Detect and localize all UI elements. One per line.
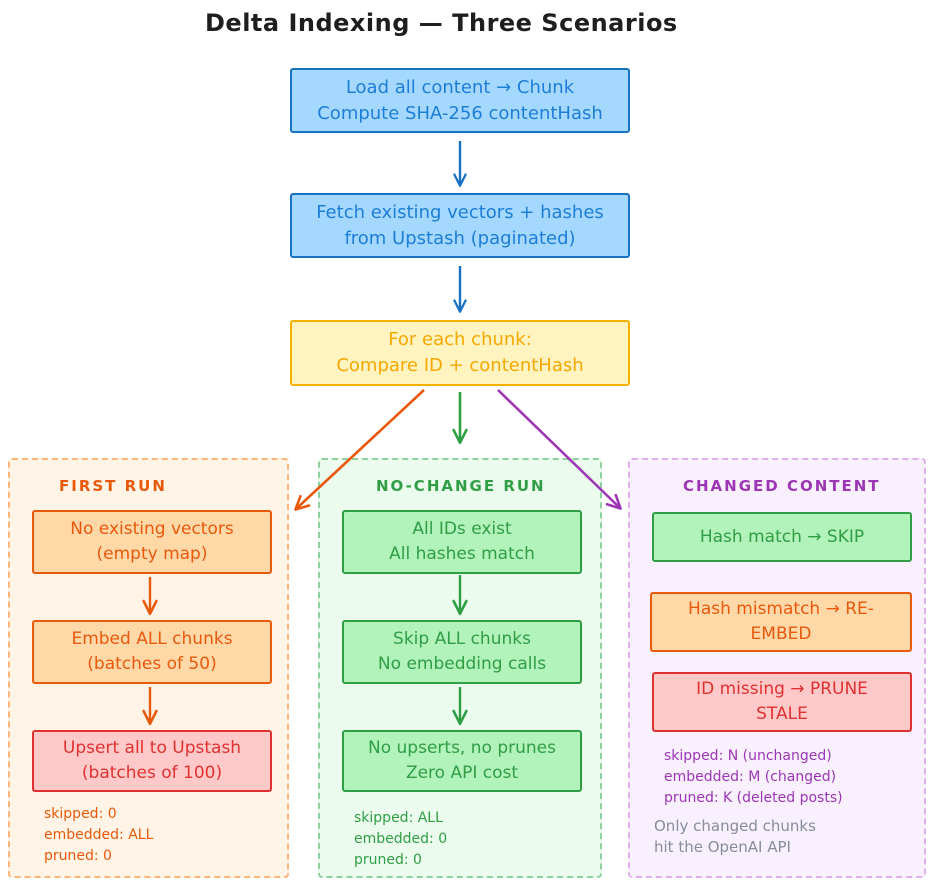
box-upsert-all-line1: Upsert all to Upstash [62, 738, 242, 758]
stats-no-change-run: skipped: ALL embedded: 0 pruned: 0 [354, 808, 447, 871]
stats-first-run-pruned: pruned: 0 [44, 848, 112, 864]
box-skip-all-chunks-line1: Skip ALL chunks [393, 629, 531, 649]
box-upsert-all: Upsert all to Upstash (batches of 100) [32, 730, 272, 792]
panel-first-run: FIRST RUN No existing vectors (empty map… [8, 458, 289, 878]
box-no-existing-vectors-line2: (empty map) [96, 544, 208, 564]
box-skip-all-chunks-line2: No embedding calls [377, 654, 547, 674]
box-no-existing-vectors: No existing vectors (empty map) [32, 510, 272, 574]
flow-box-fetch-line2: from Upstash (paginated) [344, 227, 576, 249]
box-all-ids-exist-line2: All hashes match [389, 544, 535, 564]
box-hash-match-skip: Hash match → SKIP [652, 512, 912, 562]
note-openai-api-line2: hit the OpenAI API [654, 838, 791, 856]
box-upsert-all-line2: (batches of 100) [81, 763, 223, 783]
diagram-title: Delta Indexing — Three Scenarios [205, 9, 678, 37]
panel-changed-content: CHANGED CONTENT Hash match → SKIP Hash m… [628, 458, 926, 878]
stats-first-run-skipped: skipped: 0 [44, 806, 117, 822]
box-no-upserts-line2: Zero API cost [405, 763, 519, 783]
box-no-existing-vectors-line1: No existing vectors [70, 519, 234, 539]
box-all-ids-exist: All IDs exist All hashes match [342, 510, 582, 574]
flow-box-fetch-vectors: Fetch existing vectors + hashes from Ups… [290, 193, 630, 258]
box-hash-mismatch-reembed: Hash mismatch → RE-EMBED [650, 592, 912, 652]
box-no-upserts-line1: No upserts, no prunes [368, 738, 556, 758]
note-openai-api: Only changed chunks hit the OpenAI API [654, 816, 816, 858]
stats-changed-skipped: skipped: N (unchanged) [664, 748, 832, 764]
stats-no-change-embedded: embedded: 0 [354, 831, 448, 847]
panel-no-change-run: NO-CHANGE RUN All IDs exist All hashes m… [318, 458, 602, 878]
panel-no-change-run-label: NO-CHANGE RUN [376, 477, 546, 495]
box-skip-all-chunks: Skip ALL chunks No embedding calls [342, 620, 582, 684]
box-id-missing-prune: ID missing → PRUNE STALE [652, 672, 912, 732]
box-embed-all-chunks: Embed ALL chunks (batches of 50) [32, 620, 272, 684]
box-all-ids-exist-line1: All IDs exist [412, 519, 512, 539]
flow-box-load-line2: Compute SHA-256 contentHash [317, 102, 603, 124]
flow-box-compare-line1: For each chunk: [388, 329, 532, 350]
box-embed-all-chunks-line1: Embed ALL chunks [71, 629, 233, 649]
flow-box-load-content: Load all content → Chunk Compute SHA-256… [290, 68, 630, 133]
stats-first-run-embedded: embedded: ALL [44, 827, 154, 843]
stats-no-change-skipped: skipped: ALL [354, 810, 443, 826]
panel-first-run-label: FIRST RUN [59, 477, 167, 495]
note-openai-api-line1: Only changed chunks [654, 817, 816, 835]
flow-box-compare-line2: Compare ID + contentHash [336, 355, 584, 376]
panel-changed-content-label: CHANGED CONTENT [683, 477, 881, 495]
stats-no-change-pruned: pruned: 0 [354, 852, 422, 868]
stats-changed-pruned: pruned: K (deleted posts) [664, 790, 843, 806]
flow-box-fetch-line1: Fetch existing vectors + hashes [316, 201, 604, 223]
flow-box-compare-hash: For each chunk: Compare ID + contentHash [290, 320, 630, 386]
stats-first-run: skipped: 0 embedded: ALL pruned: 0 [44, 804, 153, 867]
stats-changed-embedded: embedded: M (changed) [664, 769, 837, 785]
box-embed-all-chunks-line2: (batches of 50) [87, 654, 217, 674]
flow-box-load-line1: Load all content → Chunk [345, 76, 575, 98]
stats-changed-content: skipped: N (unchanged) embedded: M (chan… [664, 746, 843, 809]
box-no-upserts: No upserts, no prunes Zero API cost [342, 730, 582, 792]
